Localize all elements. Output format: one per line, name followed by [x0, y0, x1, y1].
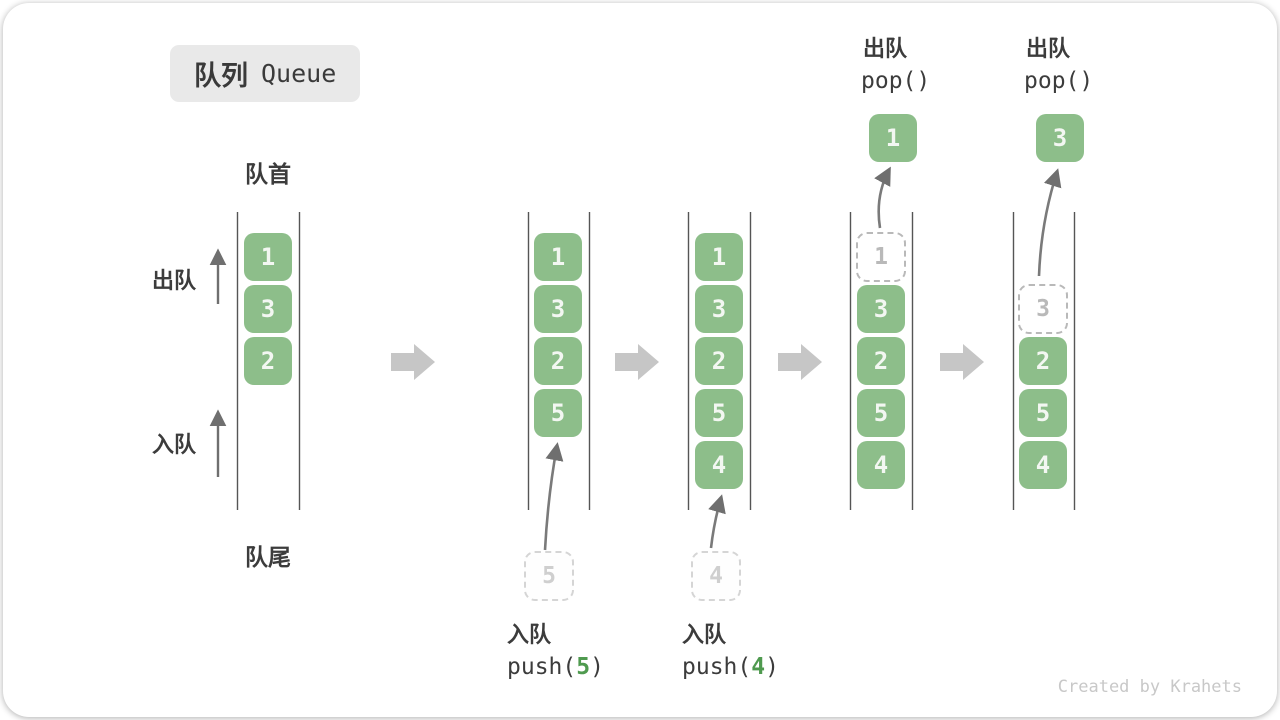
queue-cell: 3 — [534, 285, 582, 333]
queue-cell: 5 — [695, 389, 743, 437]
pop1-code: pop() — [861, 68, 931, 94]
step-arrow-3 — [778, 344, 822, 380]
queue-cell: 3 — [244, 285, 292, 333]
queue-cell: 3 — [857, 285, 905, 333]
pop3-code: pop() — [1024, 68, 1094, 94]
queue-cell: 4 — [857, 441, 905, 489]
push4-fn-open: push( — [682, 654, 752, 680]
label-enqueue-side: 入队 — [152, 432, 197, 457]
queue-cell: 5 — [534, 389, 582, 437]
queue-cell-ghost: 1 — [856, 232, 906, 282]
queue-cell: 1 — [534, 233, 582, 281]
queue-cell: 3 — [695, 285, 743, 333]
title-zh: 队列 — [194, 61, 248, 91]
step-arrow-1 — [391, 344, 435, 380]
pop3-label: 出队 — [1026, 36, 1071, 61]
staged-value-4: 4 — [691, 551, 741, 601]
diagram-title: 队列 Queue — [170, 45, 361, 102]
push4-code: push(4) — [682, 654, 779, 680]
queue-cell: 1 — [695, 233, 743, 281]
push4-arrow — [708, 494, 726, 549]
title-en: Queue — [261, 59, 337, 88]
queue-cell: 5 — [857, 389, 905, 437]
credit-text: Created by Krahets — [1057, 677, 1242, 697]
popped-value-3: 3 — [1036, 114, 1084, 162]
queue-cell: 2 — [1019, 337, 1067, 385]
push5-fn-close: ) — [590, 654, 604, 680]
push4-arg: 4 — [751, 654, 766, 680]
popped-value-1: 1 — [869, 114, 917, 162]
queue-cell: 4 — [1019, 441, 1067, 489]
queue-cell-ghost: 3 — [1018, 284, 1068, 334]
push5-fn-open: push( — [507, 654, 577, 680]
label-queue-front: 队首 — [245, 161, 291, 187]
queue-cell: 2 — [244, 337, 292, 385]
staged-value-5: 5 — [524, 551, 574, 601]
pop3-arrow — [1037, 168, 1062, 277]
step-arrows — [391, 344, 984, 380]
push5-code: push(5) — [507, 654, 604, 680]
queue-walls — [236, 212, 1076, 510]
push5-arg: 5 — [576, 654, 591, 680]
queue-cell: 2 — [857, 337, 905, 385]
push5-label: 入队 — [507, 622, 552, 647]
queue-cell: 2 — [695, 337, 743, 385]
push5-arrow — [543, 442, 564, 551]
label-dequeue-side: 出队 — [152, 268, 197, 293]
push4-fn-close: ) — [765, 654, 779, 680]
pop1-label: 出队 — [863, 36, 908, 61]
queue-cell: 4 — [695, 441, 743, 489]
queue-cell: 2 — [534, 337, 582, 385]
pop1-arrow — [874, 166, 891, 229]
queue-cell: 5 — [1019, 389, 1067, 437]
push4-label: 入队 — [682, 622, 727, 647]
label-queue-rear: 队尾 — [245, 544, 291, 570]
step-arrow-4 — [940, 344, 984, 380]
queue-cell: 1 — [244, 233, 292, 281]
step-arrow-2 — [615, 344, 659, 380]
